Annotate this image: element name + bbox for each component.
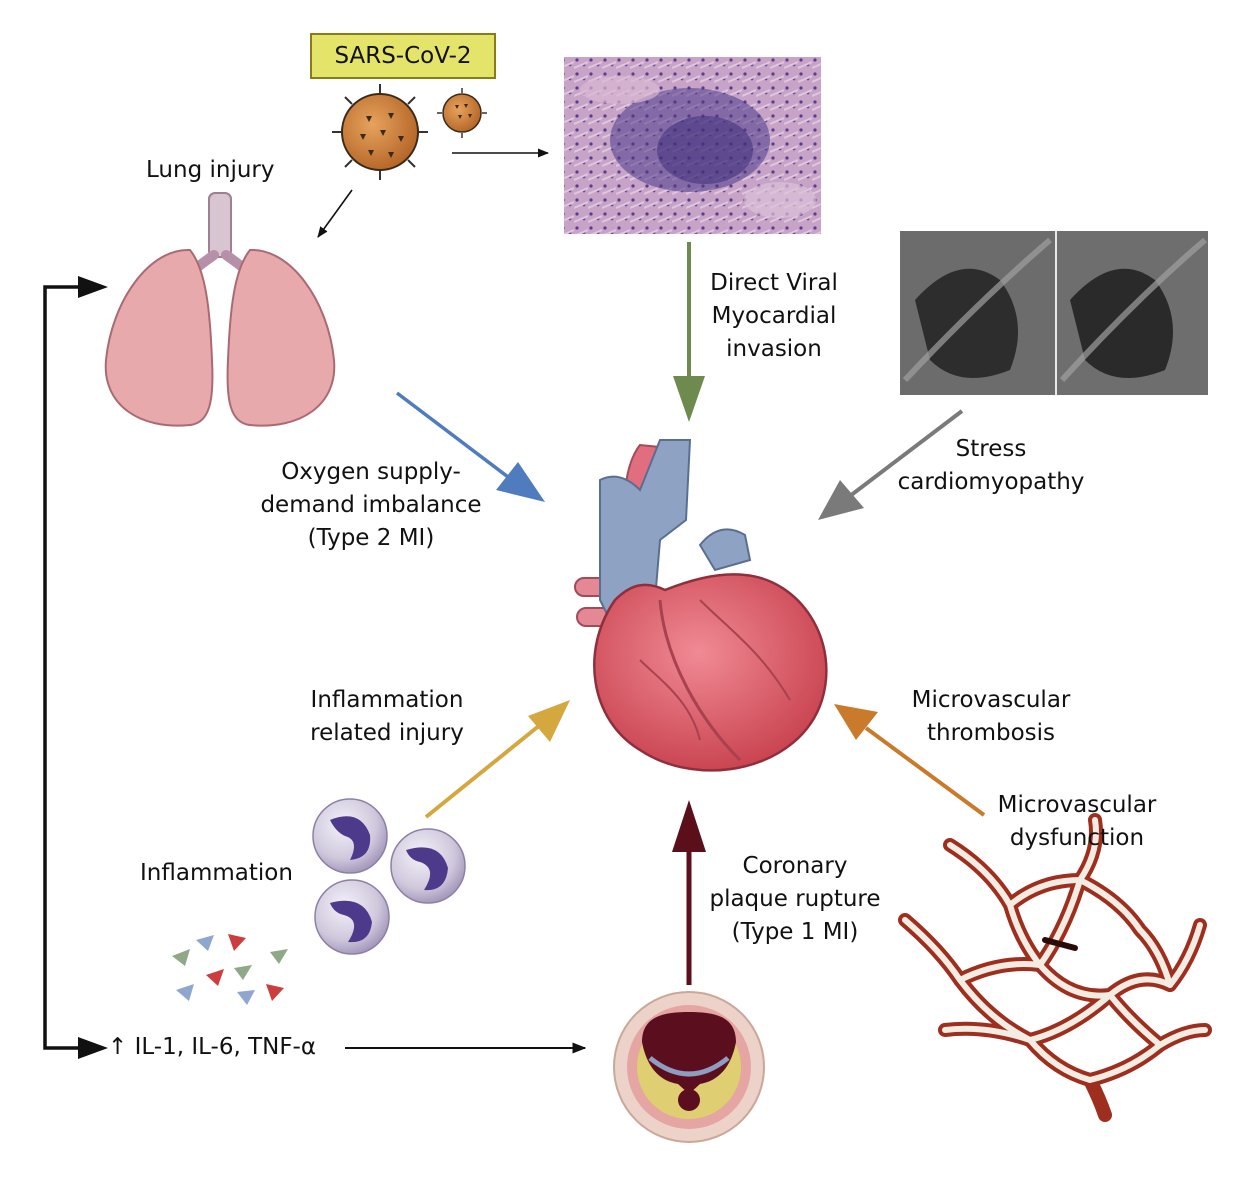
- direct-viral-invasion-label: Direct Viral Myocardial invasion: [700, 267, 848, 366]
- echocardiogram-image: [900, 231, 1208, 395]
- feedback-loop-line: [43, 276, 108, 1059]
- cytokines-label: ↑ IL-1, IL-6, TNF-α: [108, 1034, 317, 1060]
- stress-cardiomyopathy-label: Stress cardiomyopathy: [888, 433, 1094, 499]
- inflammation-label: Inflammation: [140, 860, 293, 886]
- virus-icon-small: [437, 88, 487, 138]
- immune-cell-icon: [314, 879, 390, 955]
- label-line: Microvascular: [911, 687, 1071, 713]
- inflammation-injury-arrow: [424, 700, 570, 819]
- label-line: cardiomyopathy: [897, 469, 1085, 495]
- label-line: (Type 1 MI): [731, 919, 859, 945]
- label-line: Myocardial: [711, 303, 837, 329]
- sars-cov-2-label: SARS-CoV-2: [310, 33, 496, 79]
- label-line: Oxygen supply-: [281, 459, 461, 485]
- label-line: dysfunction: [1009, 825, 1145, 851]
- microvasculature-image: [898, 813, 1212, 1122]
- histology-image: [564, 57, 821, 234]
- microvascular-dysfunction-label: Microvascular dysfunction: [984, 789, 1170, 855]
- viral-invasion-arrow: [673, 242, 705, 422]
- cytokine-particles-icon: [172, 934, 288, 1005]
- lung-injury-label: Lung injury: [146, 157, 275, 183]
- label-line: Coronary: [742, 853, 848, 879]
- plaque-rupture-arrow: [672, 800, 706, 985]
- oxygen-imbalance-label: Oxygen supply- demand imbalance (Type 2 …: [252, 456, 490, 555]
- coronary-plaque-icon: [613, 991, 765, 1143]
- label-line: Stress: [955, 436, 1027, 462]
- label-line: Inflammation: [310, 687, 464, 713]
- label-line: related injury: [310, 720, 464, 746]
- label-line: Direct Viral: [710, 270, 838, 296]
- microvascular-thrombosis-arrow: [834, 704, 986, 817]
- heart-icon: [574, 439, 828, 772]
- immune-cell-icon: [312, 798, 388, 874]
- label-line: demand imbalance: [260, 492, 482, 518]
- coronary-plaque-rupture-label: Coronary plaque rupture (Type 1 MI): [700, 850, 890, 949]
- label-line: plaque rupture: [709, 886, 881, 912]
- virus-to-lung-arrow: [317, 189, 353, 238]
- label-line: thrombosis: [926, 720, 1056, 746]
- label-line: (Type 2 MI): [307, 525, 435, 551]
- virus-icon-large: [332, 84, 428, 180]
- lungs-icon: [104, 192, 336, 427]
- label-line: invasion: [726, 336, 822, 362]
- oxygen-imbalance-arrow: [395, 391, 545, 502]
- immune-cell-icon: [390, 828, 466, 904]
- microvascular-thrombosis-label: Microvascular thrombosis: [898, 684, 1084, 750]
- stress-cardiomyopathy-arrow: [818, 409, 964, 520]
- inflammation-injury-label: Inflammation related injury: [296, 684, 478, 750]
- label-line: Microvascular: [997, 792, 1157, 818]
